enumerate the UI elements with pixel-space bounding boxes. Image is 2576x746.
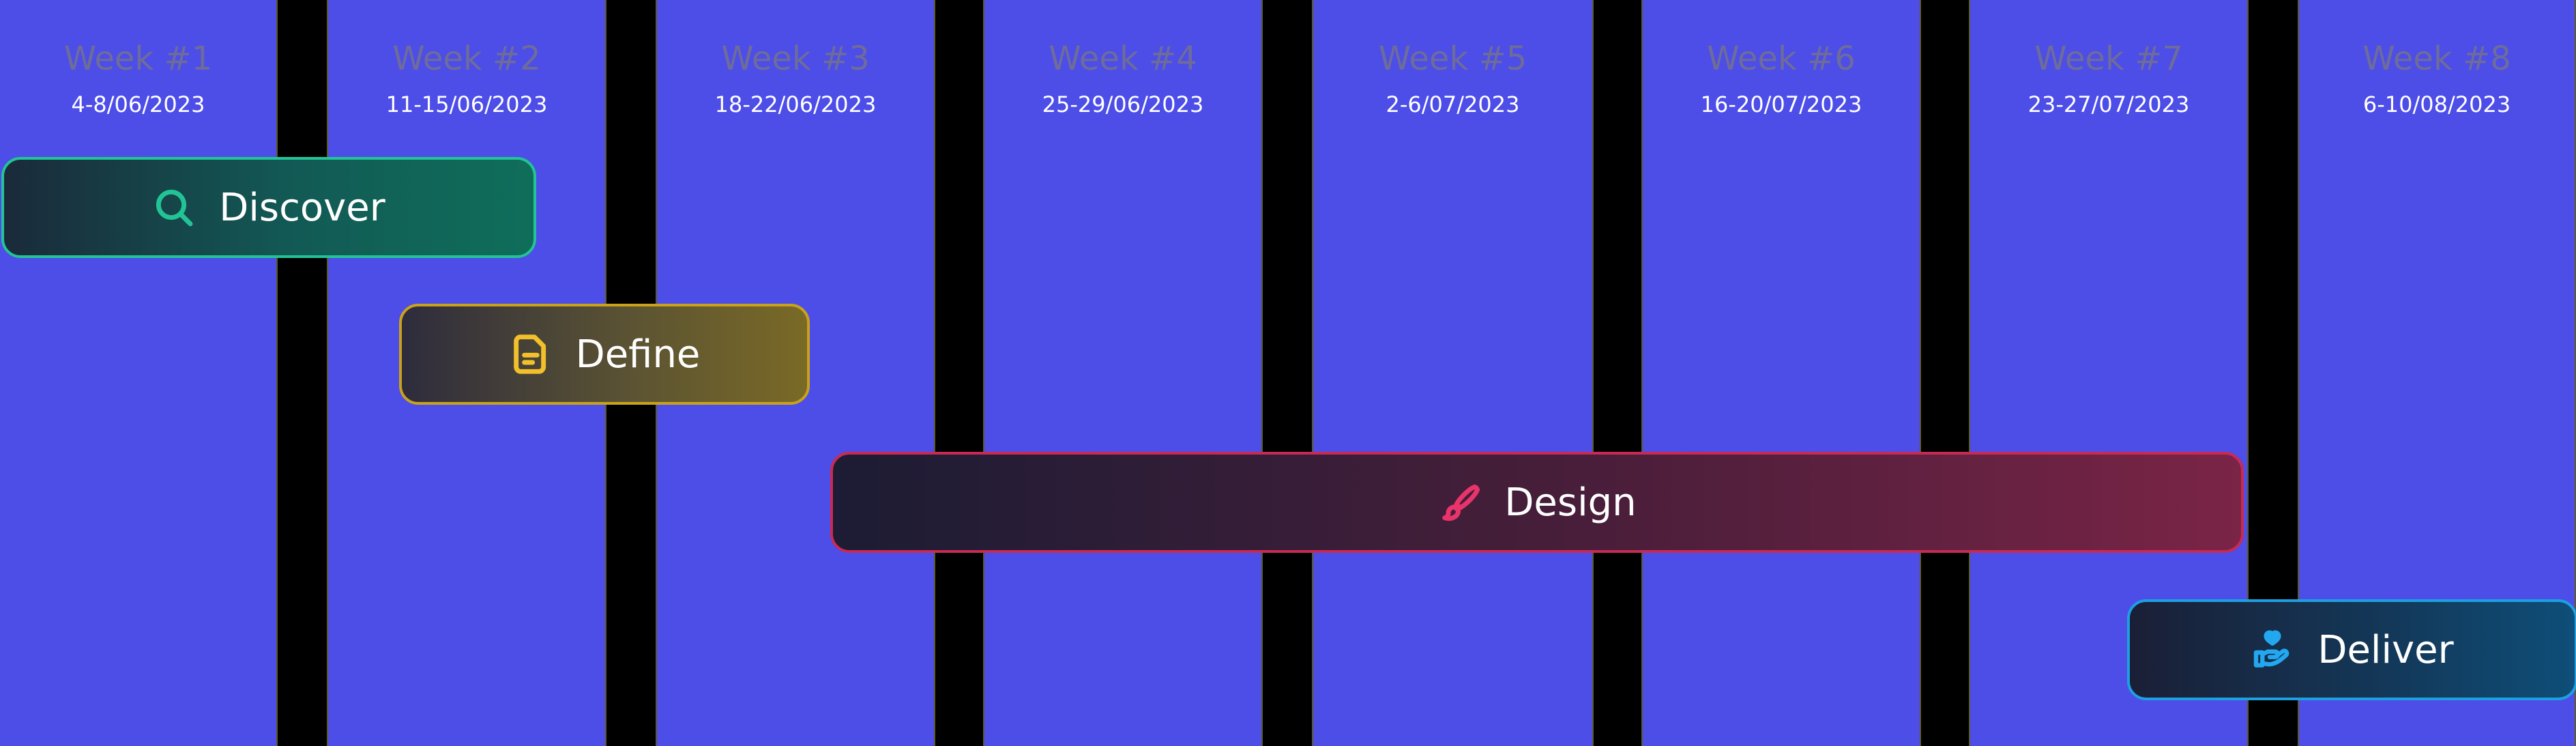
week-title: Week #2 <box>392 40 541 78</box>
search-icon <box>152 186 196 229</box>
phase-label: Deliver <box>2317 627 2454 672</box>
week-title: Week #4 <box>1049 40 1197 78</box>
document-icon <box>509 332 553 376</box>
phase-discover[interactable]: Discover <box>1 157 536 258</box>
week-dates: 18-22/06/2023 <box>714 91 877 117</box>
week-column-1: Week #1 4-8/06/2023 <box>0 0 278 746</box>
week-column-6: Week #6 16-20/07/2023 <box>1641 0 1921 746</box>
hand-heart-icon <box>2251 628 2294 672</box>
week-title: Week #5 <box>1378 40 1527 78</box>
week-column-5: Week #5 2-6/07/2023 <box>1312 0 1594 746</box>
phase-label: Design <box>1504 480 1637 525</box>
phase-define[interactable]: Define <box>399 304 810 405</box>
week-dates: 2-6/07/2023 <box>1386 91 1520 117</box>
phase-deliver[interactable]: Deliver <box>2127 599 2576 700</box>
week-title: Week #1 <box>63 40 213 78</box>
week-title: Week #8 <box>2362 40 2511 78</box>
week-column-4: Week #4 25-29/06/2023 <box>983 0 1263 746</box>
week-dates: 11-15/06/2023 <box>385 91 548 117</box>
paintbrush-icon <box>1437 480 1481 524</box>
phase-label: Define <box>575 332 701 377</box>
week-title: Week #6 <box>1707 40 1856 78</box>
week-dates: 6-10/08/2023 <box>2362 91 2511 117</box>
week-title: Week #3 <box>721 40 870 78</box>
week-dates: 25-29/06/2023 <box>1042 91 1204 117</box>
week-column-7: Week #7 23-27/07/2023 <box>1969 0 2249 746</box>
week-dates: 16-20/07/2023 <box>1700 91 1862 117</box>
phase-design[interactable]: Design <box>830 452 2244 553</box>
phase-label: Discover <box>219 185 385 230</box>
week-title: Week #7 <box>2034 40 2183 78</box>
week-dates: 4-8/06/2023 <box>71 91 205 117</box>
week-dates: 23-27/07/2023 <box>2028 91 2190 117</box>
